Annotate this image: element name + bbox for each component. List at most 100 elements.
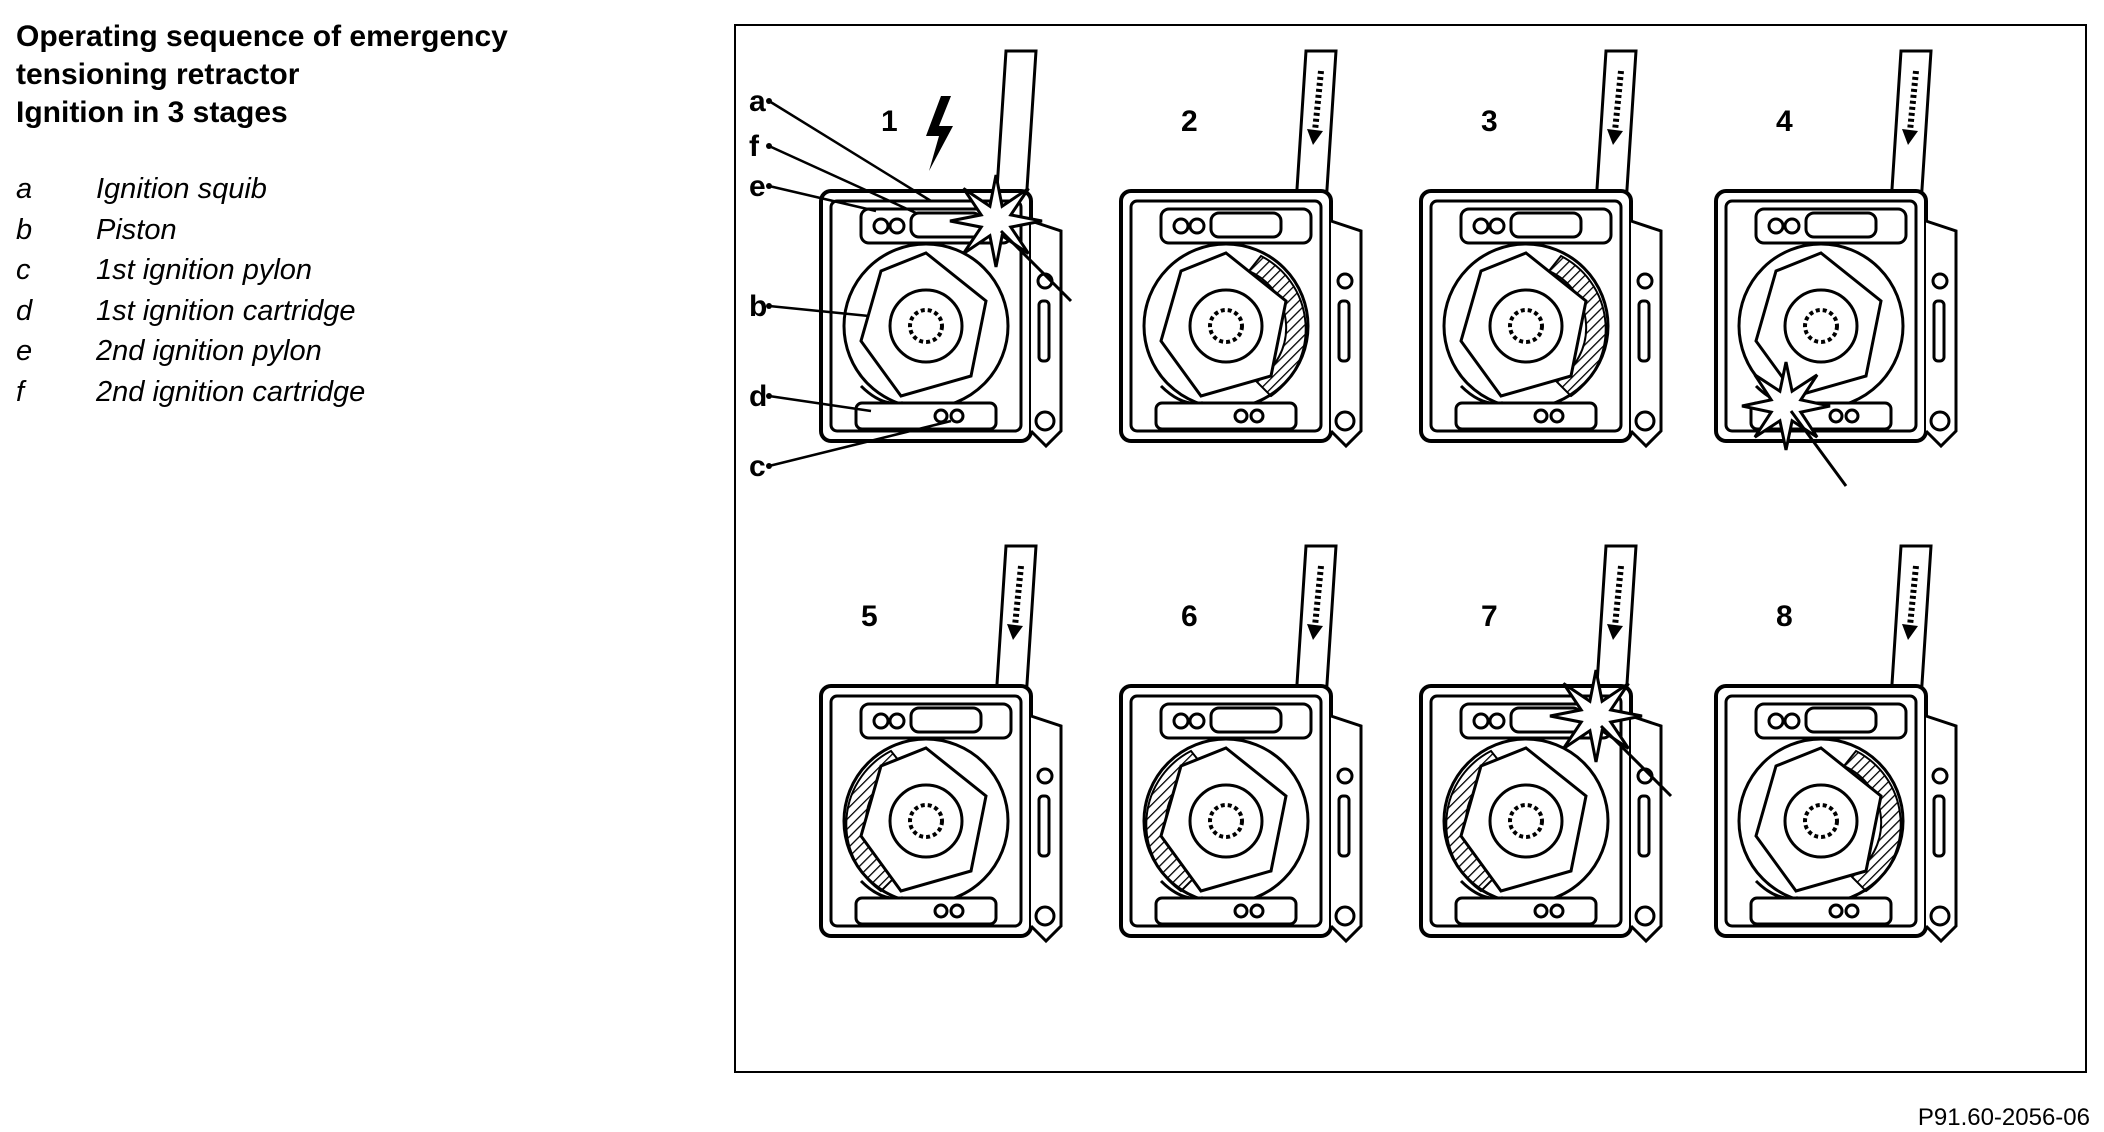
upper-pylon-tube [1159, 702, 1313, 740]
title-line-3: Ignition in 3 stages [16, 96, 288, 129]
legend-key: f [16, 375, 25, 408]
housing-inner [1129, 694, 1323, 928]
lower-pylon-tube [1154, 896, 1298, 926]
arrow-shaft [1612, 70, 1624, 132]
upper-pylon-cap [1767, 712, 1785, 730]
bracket-hole [1336, 272, 1354, 290]
drum-spline [1803, 803, 1839, 839]
callout-leader-f [768, 144, 917, 215]
bracket-hole [1036, 767, 1054, 785]
arrow-head [1307, 129, 1323, 145]
arrow-shaft [1907, 565, 1919, 627]
bracket-hole [1336, 767, 1354, 785]
drum-spline [908, 803, 944, 839]
lower-pylon-cap [949, 903, 965, 919]
drum-hub [1783, 783, 1859, 859]
legend-item-b: b Piston [16, 214, 656, 255]
retractor-stage-7: 7 [1419, 544, 1673, 944]
arrow-head [1902, 129, 1918, 145]
housing-inner [1724, 694, 1918, 928]
stage-number: 8 [1776, 600, 1793, 633]
retractor-stage-8: 8 [1714, 544, 1958, 944]
lower-pylon-cap [1844, 408, 1860, 424]
bracket-slot [1932, 794, 1946, 858]
title-line-2: tensioning retractor [16, 58, 300, 91]
upper-cartridge [1209, 211, 1283, 239]
drum-hub [1488, 288, 1564, 364]
drum-spline [1803, 308, 1839, 344]
bracket-hole [1634, 410, 1656, 432]
stage-number: 1 [881, 105, 898, 138]
lower-pylon-cap [1533, 903, 1549, 919]
legend-text: 1st ignition pylon [96, 254, 313, 286]
drum-hub [1783, 288, 1859, 364]
explosion-burst [949, 174, 1043, 268]
lower-pylon-cap [1533, 408, 1549, 424]
bracket-hole [1334, 410, 1356, 432]
upper-pylon-tube [1754, 207, 1908, 245]
bracket-slot [1932, 299, 1946, 363]
lower-pylon-tube [1154, 401, 1298, 431]
legend-text: 1st ignition cartridge [96, 294, 356, 327]
lower-pylon-cap [1233, 903, 1249, 919]
bracket-hole [1034, 410, 1056, 432]
arrow-shaft [1312, 565, 1324, 627]
upper-cartridge [1804, 706, 1878, 734]
explosion-burst [1741, 361, 1831, 451]
drum-hub [1188, 783, 1264, 859]
lower-pylon-cap [1828, 903, 1844, 919]
callout-dot [766, 303, 772, 309]
legend-key: e [16, 335, 33, 367]
ignition-spark-icon [926, 96, 953, 171]
legend-key: b [16, 213, 33, 246]
retractor-stage-3: 3 [1419, 49, 1663, 449]
lower-pylon-cap [1549, 903, 1565, 919]
bracket-slot [1037, 299, 1051, 363]
stage-number: 7 [1481, 600, 1498, 633]
stage-number: 6 [1181, 600, 1198, 633]
bracket-hole [1636, 272, 1654, 290]
lower-pylon-tube [1454, 896, 1598, 926]
callout-leader-c [768, 419, 952, 468]
bracket-hole [1929, 410, 1951, 432]
arrow-shaft [1312, 70, 1324, 132]
bracket-slot [1037, 794, 1051, 858]
callout-leader-d [768, 394, 872, 413]
callout-letter-f: f [749, 130, 760, 163]
bracket-hole [1334, 905, 1356, 927]
upper-pylon-cap [1783, 217, 1801, 235]
bracket-hole [1929, 905, 1951, 927]
lower-pylon-cap [933, 408, 949, 424]
callout-letter-a: a [749, 85, 766, 118]
bracket-hole [1034, 905, 1056, 927]
drum-hub [1188, 288, 1264, 364]
upper-pylon-cap [1188, 217, 1206, 235]
legend: a Ignition squib b Piston c 1st ignition… [16, 173, 656, 416]
burst-ray [1789, 410, 1848, 487]
upper-pylon-cap [888, 712, 906, 730]
upper-pylon-tube [1159, 207, 1313, 245]
burst-ray [1599, 724, 1673, 798]
callout-dot [766, 463, 772, 469]
drum-spline [1508, 308, 1544, 344]
housing-inner [1429, 694, 1623, 928]
drum-spline [1508, 803, 1544, 839]
upper-pylon-cap [1172, 217, 1190, 235]
legend-item-c: c 1st ignition pylon [16, 254, 656, 295]
callout-dot [766, 393, 772, 399]
upper-pylon-cap [1767, 217, 1785, 235]
legend-item-d: d 1st ignition cartridge [16, 295, 656, 336]
callout-dot [766, 143, 772, 149]
drum-spline [1208, 803, 1244, 839]
upper-pylon-cap [1188, 712, 1206, 730]
housing-inner [1724, 199, 1918, 433]
legend-item-a: a Ignition squib [16, 173, 656, 214]
lower-pylon-cap [949, 408, 965, 424]
arrow-head [1307, 624, 1323, 640]
retractor-stage-6: 6 [1119, 544, 1363, 944]
upper-pylon-tube [859, 702, 1013, 740]
stage-number: 3 [1481, 105, 1498, 138]
